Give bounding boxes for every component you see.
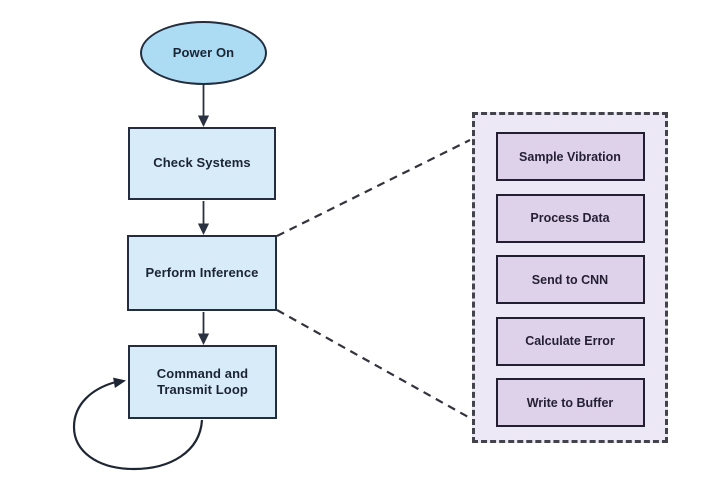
panel-item-process-data: Process Data	[495, 193, 645, 243]
panel-item-calculate-error: Calculate Error	[495, 316, 645, 366]
node-check-systems: Check Systems	[128, 127, 276, 200]
node-command-transmit-loop-label: Command and Transmit Loop	[156, 365, 249, 397]
panel-item-send-to-cnn: Send to CNN	[495, 255, 645, 304]
inference-detail-panel: Sample Vibration Process Data Send to CN…	[472, 112, 668, 443]
arrow-check-to-inference	[197, 201, 210, 235]
panel-item-process-data-label: Process Data	[530, 211, 610, 225]
arrow-power-to-check	[197, 85, 210, 127]
panel-item-write-to-buffer-label: Write to Buffer	[526, 395, 614, 410]
node-command-transmit-loop: Command and Transmit Loop	[128, 345, 277, 419]
node-check-systems-label: Check Systems	[153, 155, 251, 171]
node-power-on: Power On	[140, 21, 267, 85]
panel-item-write-to-buffer: Write to Buffer	[495, 378, 645, 427]
panel-item-sample-vibration: Sample Vibration	[495, 132, 645, 181]
dashed-connector-top	[276, 139, 471, 237]
dashed-connector-bottom	[276, 309, 471, 419]
node-perform-inference: Perform Inference	[127, 235, 277, 311]
arrow-inference-to-command	[197, 312, 210, 345]
panel-item-calculate-error-label: Calculate Error	[525, 334, 615, 348]
panel-item-send-to-cnn-label: Send to CNN	[531, 272, 609, 287]
node-power-on-label: Power On	[172, 44, 235, 60]
node-perform-inference-label: Perform Inference	[145, 264, 259, 280]
panel-item-sample-vibration-label: Sample Vibration	[519, 149, 621, 164]
